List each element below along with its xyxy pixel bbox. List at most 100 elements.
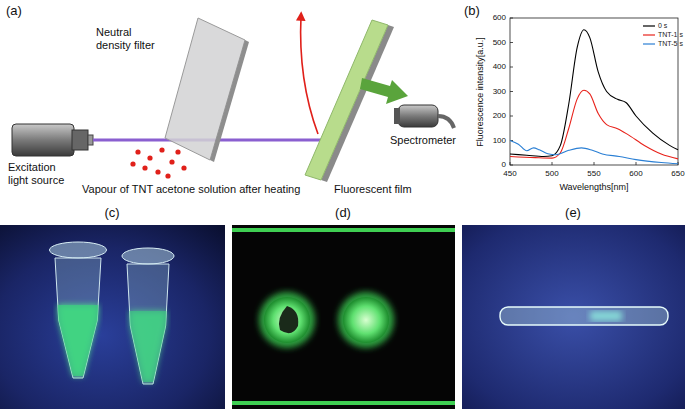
legend-text: TNT-5 s <box>658 40 683 47</box>
legend-line <box>643 43 655 44</box>
tick-mark <box>510 91 513 92</box>
tick-label: 300 <box>493 87 506 96</box>
spectrometer-lens <box>394 108 400 124</box>
tick-label: 200 <box>493 111 506 120</box>
photo-films <box>232 225 455 409</box>
vapour-dot <box>169 159 174 164</box>
vapour-dot <box>130 161 135 166</box>
fluorescent-liquid <box>58 305 98 376</box>
legend-entry: 0 s <box>643 21 683 30</box>
fluorescent-liquid <box>58 305 98 376</box>
fluorescent-liquid <box>130 311 167 382</box>
part-label: Excitation light source <box>8 161 78 186</box>
legend-swatch <box>643 23 655 29</box>
setup-illustration <box>12 16 454 182</box>
plot-frame <box>510 18 678 165</box>
tube <box>122 248 174 384</box>
legend-entry: TNT-1 s <box>643 30 683 39</box>
tick-mark <box>594 162 595 165</box>
tick-label: 500 <box>493 38 506 47</box>
photo-ground <box>232 225 455 409</box>
tick-label: 650 <box>671 169 684 178</box>
photo-tube <box>462 225 685 409</box>
vapour-dot <box>159 147 164 152</box>
tick-label: 0 <box>502 160 506 169</box>
tick-mark <box>636 162 637 165</box>
lamp-tip <box>88 135 93 145</box>
chart-legend: 0 s TNT-1 s TNT-5 s <box>643 21 683 48</box>
spectrum-curve <box>510 141 678 164</box>
tick-label: 550 <box>587 169 600 178</box>
fluorescent-band <box>590 311 622 321</box>
photo-tubes <box>0 225 225 409</box>
legend-entry: TNT-5 s <box>643 39 683 48</box>
vapour-dot <box>142 165 147 170</box>
spectrometer-cable <box>438 116 454 128</box>
spectrum-chart <box>510 18 678 165</box>
fluorescent-spot <box>343 297 389 343</box>
tick-label: 600 <box>493 13 506 22</box>
tube-cap <box>49 242 106 258</box>
fluorescent-spot <box>264 297 310 343</box>
vapour-dot <box>181 165 186 170</box>
legend-swatch <box>643 32 655 38</box>
part-label: Fluorescent film <box>334 183 412 196</box>
tick-mark <box>510 67 513 68</box>
panel-label: (e) <box>565 206 581 221</box>
lamp-body <box>12 124 74 156</box>
panel-label: (b) <box>464 4 480 19</box>
tube <box>49 242 106 378</box>
part-label: Vapour of TNT acetone solution after hea… <box>82 183 300 196</box>
part-label: Neutral density filter <box>96 26 166 51</box>
tick-mark <box>510 162 511 165</box>
tick-mark <box>510 165 513 166</box>
fluorescent-film <box>305 20 388 180</box>
panel-label: (d) <box>335 206 351 221</box>
legend-swatch <box>643 41 655 47</box>
vapour-dot <box>147 155 152 160</box>
tick-mark <box>510 42 513 43</box>
tick-mark <box>552 162 553 165</box>
tube-body <box>55 258 101 378</box>
glow-halo <box>259 292 315 348</box>
vapour-dot <box>175 149 180 154</box>
glow-edge <box>232 228 455 232</box>
glass-tube <box>500 307 668 325</box>
part-label: Spectrometer <box>390 134 456 147</box>
panel-label: (c) <box>104 206 119 221</box>
tick-label: 500 <box>545 169 558 178</box>
filter-edge <box>210 40 249 162</box>
legend-text: TNT-1 s <box>658 31 683 38</box>
legend-line <box>643 34 655 35</box>
quenched-area <box>279 306 298 333</box>
vapour-dot <box>165 173 170 178</box>
tube-cap <box>122 248 174 264</box>
transfer-arrow <box>360 78 408 104</box>
axis-title: Wavelengths[nm] <box>559 182 628 192</box>
tick-label: 450 <box>503 169 516 178</box>
lamp-nozzle <box>72 130 88 150</box>
legend-line <box>643 25 655 26</box>
panel-label: (a) <box>6 4 22 19</box>
glow-edge <box>232 401 455 405</box>
vapour-dot <box>135 149 140 154</box>
spectrometer-probe <box>398 105 438 127</box>
photo-ground <box>0 225 225 409</box>
tick-label: 600 <box>629 169 642 178</box>
photo-ground <box>462 225 685 409</box>
spectrum-curve <box>510 30 678 157</box>
tube-body <box>127 264 169 384</box>
film-edge <box>321 25 394 182</box>
vapour-dot <box>155 169 160 174</box>
tick-label: 400 <box>493 62 506 71</box>
axis-title: Fluorescence intensity[a.u.] <box>475 37 485 147</box>
emission-arrow <box>301 16 318 134</box>
tick-label: 100 <box>493 136 506 145</box>
tick-mark <box>510 116 513 117</box>
fluorescent-liquid <box>130 311 167 382</box>
legend-text: 0 s <box>658 22 667 29</box>
tick-mark <box>510 18 513 19</box>
glow-halo <box>338 292 394 348</box>
